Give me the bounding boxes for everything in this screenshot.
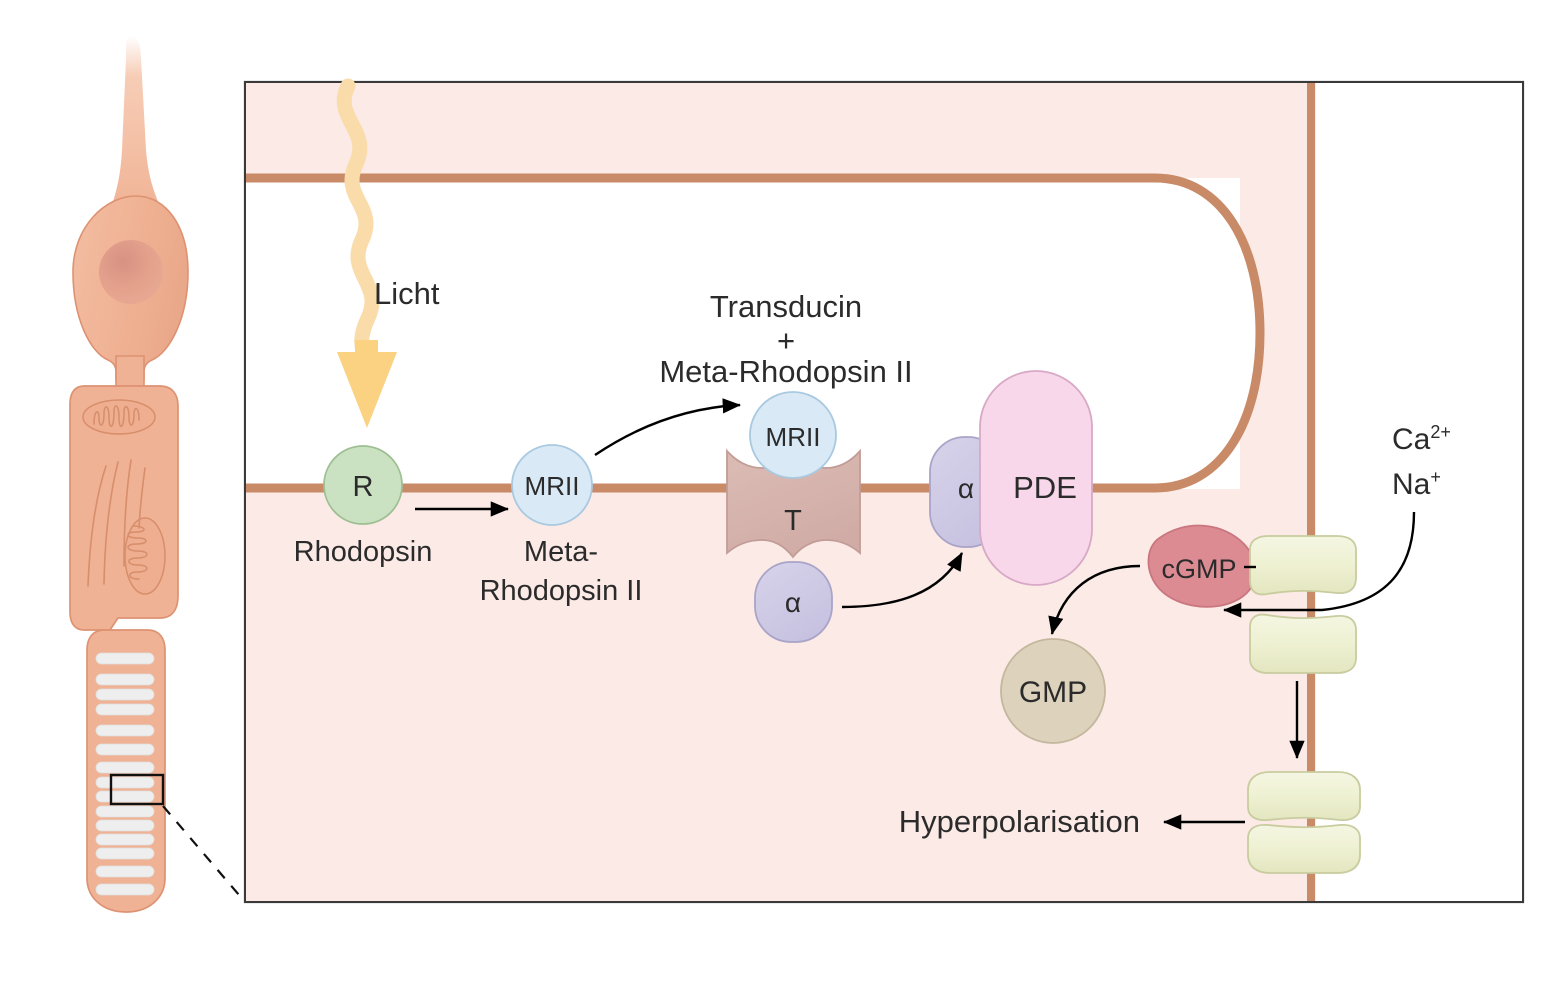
extracellular-space — [1316, 83, 1522, 901]
transducin-glyph: T — [784, 505, 802, 537]
meta-rhodopsin-bound-glyph: MRII — [766, 422, 821, 452]
dashed-leader-line — [162, 805, 246, 903]
arrow-alpha-to-pde — [841, 552, 964, 609]
meta-rhodopsin-molecule — [511, 444, 593, 526]
arrow-ions-into-cell — [1223, 511, 1416, 618]
ion-na-superscript: + — [1430, 467, 1441, 487]
disc-stack — [95, 652, 155, 896]
nucleus — [99, 240, 163, 304]
light-wave — [336, 78, 380, 380]
transducin-alpha-subunit — [754, 561, 833, 643]
meta-rhodopsin-label-line2: Rhodopsin II — [480, 575, 643, 607]
cgmp-glyph: cGMP — [1161, 554, 1236, 584]
pde-glyph: PDE — [1013, 470, 1077, 505]
hyperpolarisation-label: Hyperpolarisation — [899, 804, 1140, 839]
meta-rhodopsin-bound-to-transducin — [749, 391, 837, 479]
meta-rhodopsin-glyph: MRII — [525, 471, 580, 501]
zoom-region-rectangle — [109, 773, 165, 806]
mitochondrion-lower — [124, 517, 166, 595]
transducin-title-line1: Transducin — [710, 289, 862, 324]
rhodopsin-label: Rhodopsin — [294, 536, 433, 568]
mitochondrion-upper — [82, 399, 156, 435]
disc-membrane — [246, 173, 1265, 493]
light-label: Licht — [374, 276, 440, 311]
axon-terminal — [108, 36, 165, 218]
meta-rhodopsin-label-line1: Meta- — [524, 536, 598, 568]
cgmp-molecule — [1147, 524, 1257, 608]
arrow-pde-to-gmp — [1048, 564, 1141, 635]
endoplasmic-reticulum — [87, 459, 146, 587]
transducin-alpha-glyph: α — [785, 587, 801, 618]
rod-photoreceptor-cell — [69, 36, 246, 913]
light-arrowhead — [337, 352, 397, 428]
rhodopsin-glyph: R — [353, 471, 374, 503]
gmp-glyph: GMP — [1019, 676, 1087, 709]
ion-label-na: Na+ — [1392, 467, 1441, 501]
ion-channel-closed — [1247, 771, 1361, 874]
ion-ca-text: Ca — [1392, 423, 1431, 456]
ion-ca-superscript: 2+ — [1430, 422, 1451, 442]
arrow-mrii-to-transducin — [594, 398, 741, 456]
ion-na-text: Na — [1392, 468, 1431, 501]
gmp-molecule — [1000, 638, 1106, 744]
detail-panel: Licht R Rhodopsin MRII Meta- Rhodopsin I… — [243, 78, 1525, 904]
ion-label-ca: Ca2+ — [1392, 422, 1451, 456]
rhodopsin-molecule — [323, 445, 403, 525]
alpha-bound-glyph: α — [958, 473, 974, 504]
ion-channel-open-upper — [1249, 535, 1357, 596]
light-ray — [336, 78, 397, 428]
transducin-title-line2: + — [777, 323, 795, 358]
ion-channel-open-lower — [1249, 613, 1357, 674]
pde-enzyme — [979, 370, 1093, 586]
transducin-title-line3: Meta-Rhodopsin II — [659, 354, 912, 389]
